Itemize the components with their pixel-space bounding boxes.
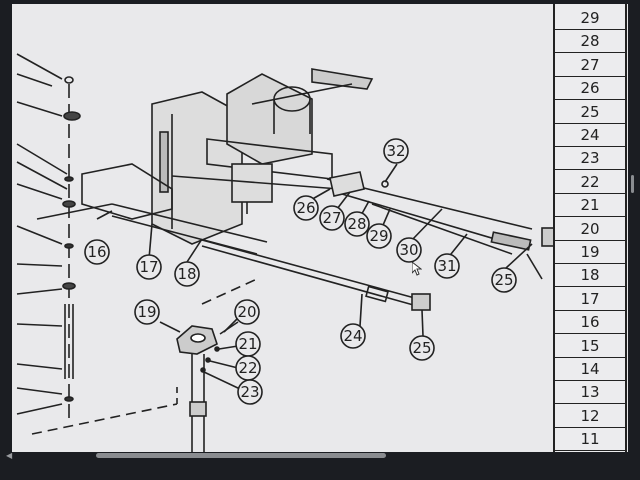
callout-27-label: 27 [322,209,341,227]
table-row: 18 [555,264,625,288]
callout-28-label: 28 [347,215,366,233]
table-row: 26 [555,77,625,101]
exploded-parts-diagram: 16 17 18 19 20 21 22 23 24 25 25 26 27 2… [16,53,559,456]
callout-25b-circle [491,267,517,293]
callout-18-label: 18 [177,265,196,283]
callout-17-circle [136,254,162,280]
callout-25a-circle [409,335,435,361]
table-row: 15 [555,335,625,358]
callout-31-circle [434,253,460,279]
callout-31-label: 31 [437,257,456,275]
callout-19-circle [134,299,160,325]
table-row: 16 [555,311,625,335]
table-row: 29 [555,7,625,30]
table-row: 11 [555,428,625,452]
callout-19-label: 19 [137,303,156,321]
table-row: 25 [555,101,625,124]
scroll-left-arrow-icon[interactable]: ◀ [6,451,13,460]
callout-25a-label: 25 [412,339,431,357]
horizontal-scrollbar-thumb[interactable] [96,453,386,458]
callout-16-circle [84,239,110,265]
callout-23-label: 23 [240,383,259,401]
callout-25b-label: 25 [494,271,513,289]
callout-24-label: 24 [343,327,362,345]
callout-17-label: 17 [139,258,158,276]
callout-30-label: 30 [399,241,418,259]
table-row: 13 [555,381,625,405]
mouse-cursor-icon [412,262,422,276]
drawing-viewer: 16 17 18 19 20 21 22 23 24 25 25 26 27 2… [12,4,628,456]
table-row: 12 [555,405,625,428]
table-row: 19 [555,241,625,264]
table-row: 20 [555,218,625,241]
callout-24-circle [340,323,366,349]
callout-27-circle [319,205,345,231]
table-row: 24 [555,124,625,147]
callout-18-circle [174,261,200,287]
callout-29-label: 29 [369,227,388,245]
callout-30-circle [396,237,422,263]
vertical-scrollbar-thumb[interactable] [631,175,634,193]
callout-22-label: 22 [238,359,257,377]
callout-26-circle [293,195,319,221]
callout-23-circle [237,379,263,405]
table-row: 21 [555,194,625,218]
callout-21-label: 21 [238,335,257,353]
callout-28-circle [344,211,370,237]
table-row: 17 [555,288,625,311]
callout-20-circle [234,299,260,325]
table-row: 28 [555,30,625,54]
table-row: 27 [555,54,625,77]
table-row: 23 [555,147,625,171]
callout-32-circle [383,138,409,164]
callout-16-label: 16 [87,243,106,261]
callout-29-circle [366,223,392,249]
table-row: 22 [555,171,625,194]
callout-26-label: 26 [296,199,315,217]
callout-20-label: 20 [237,303,256,321]
table-row: 14 [555,358,625,381]
callout-32-label: 32 [386,142,405,160]
